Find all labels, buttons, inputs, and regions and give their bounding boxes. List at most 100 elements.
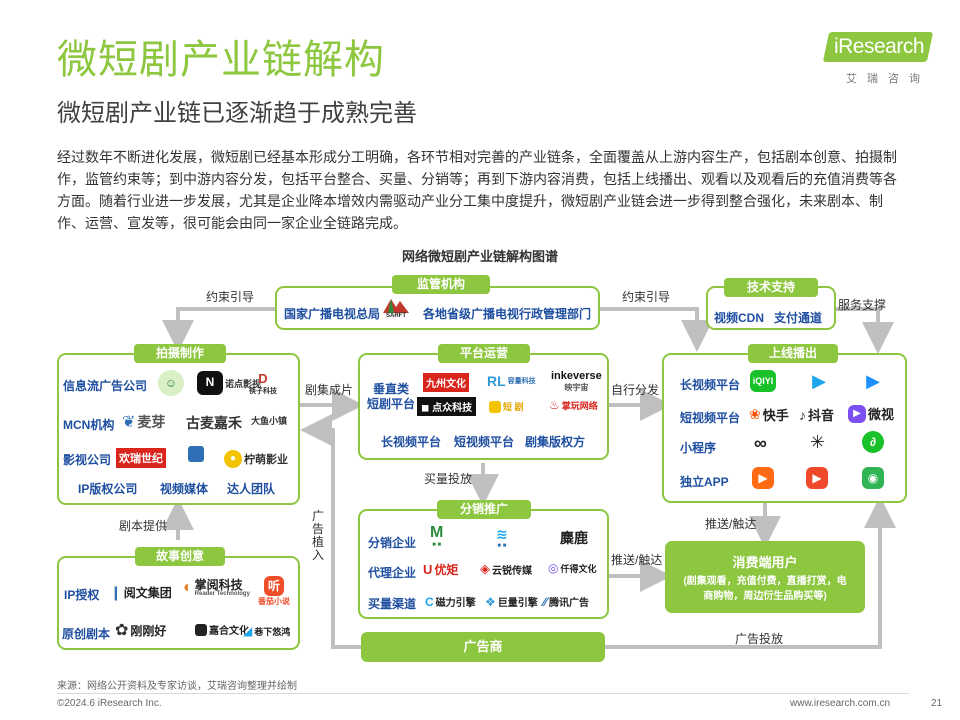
distribution-logo-2-1: ❖巨量引擎: [485, 594, 538, 610]
distribution-logo-0-1: ≋■ ■: [496, 526, 508, 549]
platform-logo-dianzhong: ◼ 点众科技: [417, 397, 477, 416]
launch-logo-iqiyi: iQIYI: [750, 370, 776, 392]
footer-divider: [57, 693, 909, 694]
production-tag: 拍摄制作: [134, 344, 226, 363]
sarft-logo: SARFT: [381, 295, 411, 319]
label-buy: 买量投放: [424, 472, 473, 486]
launch-logo-mini-0: ∞: [754, 433, 767, 453]
distribution-logo-1-1: ◈云锐传媒: [480, 561, 532, 577]
launch-logo-weishi: ▶微视: [848, 404, 894, 423]
launch-logo-app-2: ◉: [862, 467, 884, 489]
distribution-logo-1-2: ◎仟得文化: [548, 561, 597, 575]
launch-logo-tencent-video: ▶: [808, 370, 830, 392]
platform-bottom-0: 长视频平台: [381, 435, 442, 449]
distribution-logo-0-0: M■ ■: [430, 524, 444, 548]
story-row-label-1: 原创剧本: [62, 627, 111, 641]
sarft-mountain-icon: [383, 299, 409, 313]
page-title: 微短剧产业链解构: [57, 38, 385, 82]
page-number: 21: [931, 698, 943, 709]
page-subtitle: 微短剧产业链已逐渐趋于成熟完善: [57, 100, 417, 127]
story-logo-xiangxia: ◢巷下悠鸿: [243, 624, 291, 638]
launch-tag: 上线播出: [748, 344, 838, 363]
production-row-label-0: 信息流广告公司: [63, 379, 148, 393]
consumer-desc: (剧集观看，充值付费，直播打赏，电商购物，周边衍生品购买等): [683, 576, 847, 602]
consumer-title: 消费端用户: [732, 555, 798, 570]
distribution-row-label-2: 买量渠道: [368, 597, 417, 611]
label-constraint-right: 约束引导: [622, 290, 671, 304]
label-push-1: 推送/触达: [705, 517, 757, 531]
distribution-logo-2-2: ⁄⁄腾讯广告: [543, 594, 590, 610]
production-logo-1-0: ❦麦芽: [122, 414, 166, 431]
production-bottom-1: 视频媒体: [160, 482, 209, 496]
story-logo-ganggang: ✿刚刚好: [115, 622, 167, 639]
launch-row-label-0: 长视频平台: [680, 378, 741, 392]
label-finished: 剧集成片: [305, 383, 354, 397]
supervision-item-sarft: 国家广播电视总局: [284, 307, 381, 321]
distribution-tag: 分销推广: [437, 500, 531, 519]
launch-row-label-2: 小程序: [680, 441, 717, 455]
launch-logo-douyin: ♪抖音: [799, 406, 835, 424]
production-logo-2-2: ●柠萌影业: [224, 450, 288, 468]
platform-left-label-1: 垂直类: [373, 382, 410, 396]
production-logo-0-0: ☺: [158, 370, 186, 396]
platform-logo-jiuzhou: 九州文化: [423, 373, 469, 392]
label-constraint-left: 约束引导: [206, 290, 255, 304]
production-logo-2-0: 欢瑞世纪: [116, 448, 166, 468]
label-ad-invest: 广告投放: [735, 632, 784, 646]
map-title: 网络微短剧产业链解构图谱: [401, 249, 558, 264]
launch-row-label-3: 独立APP: [680, 475, 729, 489]
production-bottom-2: 达人团队: [227, 482, 276, 496]
launch-logo-app-1: ▶: [806, 467, 828, 489]
production-logo-1-1: 古麦嘉禾: [186, 416, 242, 432]
label-ad-place: 广告植入: [312, 509, 325, 562]
production-row-label-1: MCN机构: [63, 418, 115, 432]
website-url[interactable]: www.iresearch.com.cn: [790, 698, 891, 709]
story-logo-yuewen: ❙阅文集团: [110, 584, 172, 600]
launch-logo-youku: ▶: [862, 370, 884, 392]
story-row-label-0: IP授权: [64, 588, 100, 602]
tech-item-payment: 支付通道: [774, 311, 823, 325]
supervision-tag: 监管机构: [392, 275, 490, 294]
launch-logo-kuaishou: ❀快手: [749, 406, 789, 423]
platform-ops-box: [358, 353, 609, 460]
platform-bottom-2: 剧集版权方: [525, 435, 586, 449]
production-logo-1-2: 大鱼小镇: [251, 416, 288, 426]
label-self-dist: 自行分发: [611, 383, 660, 397]
platform-left-label-2: 短剧平台: [367, 397, 416, 411]
story-logo-fanqie: 听番茄小说: [258, 576, 290, 607]
intro-paragraph: 经过数年不断进化发展，微短剧已经基本形成分工明确，各环节相对完善的产业链条，全面…: [57, 149, 897, 231]
distribution-box: [358, 509, 609, 619]
distribution-logo-0-2: 麋鹿: [560, 530, 588, 546]
platform-ops-tag: 平台运营: [438, 344, 530, 363]
platform-logo-yellow: 短 剧: [489, 400, 524, 413]
tech-item-cdn: 视频CDN: [714, 311, 764, 325]
label-service: 服务支撑: [838, 298, 887, 312]
copyright: ©2024.6 iResearch Inc.: [57, 698, 162, 709]
production-box: [57, 353, 300, 505]
launch-logo-mini-2: ∂: [862, 431, 884, 453]
story-logo-jiahe: 嘉合文化: [195, 622, 249, 637]
supervision-box: [275, 286, 600, 330]
launch-logo-mini-1: ✳: [810, 432, 826, 452]
label-script: 剧本提供: [119, 519, 168, 533]
production-row-label-2: 影视公司: [63, 453, 112, 467]
advertiser-bar: 广告商: [361, 632, 605, 662]
supervision-item-provincial: 各地省级广播电视行政管理部门: [423, 307, 592, 321]
source-note: 来源：网络公开资料及专家访谈，艾瑞咨询整理并绘制: [57, 681, 297, 692]
tech-support-tag: 技术支持: [724, 278, 818, 297]
production-bottom-0: IP版权公司: [78, 482, 138, 496]
distribution-row-label-1: 代理企业: [368, 566, 417, 580]
launch-row-label-1: 短视频平台: [680, 411, 741, 425]
platform-logo-zhangwan: ♨掌玩网络: [549, 398, 598, 412]
iresearch-logo: iResearch 艾瑞咨询: [805, 32, 934, 85]
label-push-2: 推送/触达: [611, 553, 663, 567]
platform-bottom-1: 短视频平台: [454, 435, 515, 449]
